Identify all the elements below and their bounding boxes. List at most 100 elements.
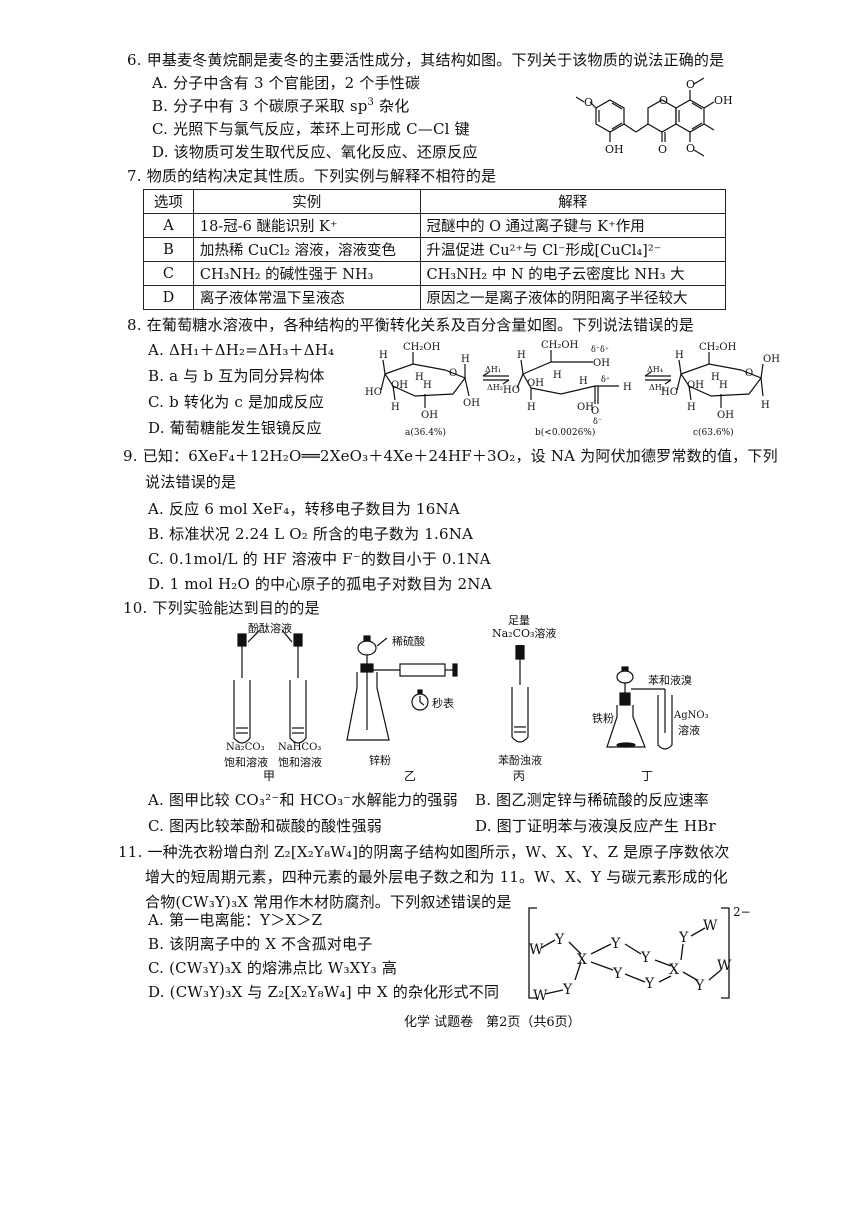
q6-option-a: A. 分子中含有 3 个官能团，2 个手性碳 [152, 73, 420, 93]
option-text: a 与 b 互为同分异构体 [169, 367, 325, 385]
svg-text:X: X [577, 952, 587, 968]
q11-stem-text: 一种洗衣粉增白剂 Z₂[X₂Y₈W₄]的阴离子结构如图所示，W、X、Y、Z 是原… [147, 843, 730, 861]
svg-text:HO: HO [503, 385, 520, 396]
option-label: A. [148, 791, 165, 809]
table-cell: 18-冠-6 醚能识别 K⁺ [192, 213, 421, 238]
svg-text:OH: OH [463, 398, 480, 409]
table-cell: 原因之一是离子液体的阴阳离子半径较大 [419, 285, 727, 310]
q10-figure-bing [505, 645, 535, 745]
q10-figure-yi [345, 630, 465, 750]
svg-text:H: H [687, 402, 696, 413]
q11-number: 11. [118, 843, 143, 861]
q8-option-b: B. a 与 b 互为同分异构体 [148, 366, 325, 386]
figure-label-jia: 甲 [263, 769, 276, 783]
option-label: B. [148, 367, 165, 385]
atom-label: O [659, 94, 668, 107]
charge-label: δ⁺ [601, 375, 610, 384]
q9-number: 9. [123, 447, 138, 465]
option-text: 标准状况 2.24 L O₂ 所含的电子数为 1.6NA [169, 525, 474, 543]
option-text: 该阴离子中的 X 不含孤对电子 [169, 935, 373, 953]
stopwatch-label: 秒表 [432, 697, 454, 710]
group-label: CH₂OH [541, 340, 579, 351]
svg-text:W: W [717, 958, 732, 974]
q9-option-c: C. 0.1mol/L 的 HF 溶液中 F⁻的数目小于 0.1NA [148, 549, 491, 569]
table-cell: 冠醚中的 O 通过离子键与 K⁺作用 [419, 213, 727, 238]
svg-text:H: H [423, 380, 432, 391]
phenolphthalein-label: 酚酞溶液 [248, 622, 292, 635]
na2co3-label: Na₂CO₃ [226, 742, 265, 753]
table-header: 选项 [143, 189, 194, 214]
phenol-suspension-label: 苯酚浊液 [498, 754, 542, 767]
caption-c: c(63.6%) [693, 427, 734, 438]
table-row: A 18-冠-6 醚能识别 K⁺ 冠醚中的 O 通过离子键与 K⁺作用 [143, 213, 727, 238]
table-cell: B [143, 237, 194, 262]
q7-stem: 7. 物质的结构决定其性质。下列实例与解释不相符的是 [127, 166, 496, 186]
svg-text:OH: OH [527, 378, 544, 389]
q7-stem-text: 物质的结构决定其性质。下列实例与解释不相符的是 [146, 167, 497, 185]
atom-label: OH [714, 94, 733, 107]
q9-option-a: A. 反应 6 mol XeF₄，转移电子数目为 16NA [148, 499, 460, 519]
table-header-row: 选项 实例 解释 [143, 189, 727, 214]
q11-stem-line3: 合物(CW₃Y)₃X 常用作木材防腐剂。下列叙述错误的是 [145, 893, 512, 911]
option-label: B. [148, 525, 165, 543]
atom-label: OH [605, 143, 624, 156]
option-label: B. [148, 935, 165, 953]
q6-option-b: B. 分子中有 3 个碳原子采取 sp3 杂化 [152, 96, 409, 116]
q6-option-d: D. 该物质可发生取代反应、氧化反应、还原反应 [152, 142, 478, 162]
option-text: 图丁证明苯与液溴反应产生 HBr [496, 817, 716, 835]
option-text: 反应 6 mol XeF₄，转移电子数目为 16NA [168, 500, 460, 518]
group-label: CH₂OH [699, 342, 737, 353]
svg-text:X: X [669, 962, 679, 978]
q6-molecule-structure: O OH O O O OH O [570, 72, 760, 162]
svg-text:H: H [415, 372, 424, 383]
option-text: 图甲比较 CO₃²⁻和 HCO₃⁻水解能力的强弱 [168, 791, 458, 809]
caption-b: b(<0.0026%) [535, 427, 595, 438]
q11-stem-line2: 增大的短周期元素，四种元素的最外层电子数之和为 11。W、X、Y 与碳元素形成的… [145, 868, 728, 886]
figure-label-ding: 丁 [641, 769, 654, 783]
q8-stem-text: 在葡萄糖水溶液中，各种结构的平衡转化关系及百分含量如图。下列说法错误的是 [146, 316, 694, 334]
q10-figure-ding [605, 665, 685, 750]
q10-stem-text: 下列实验能达到目的的是 [152, 599, 320, 617]
option-text: (CW₃Y)₃X 的熔沸点比 W₃XY₃ 高 [169, 959, 398, 977]
zinc-powder-label: 锌粉 [369, 754, 391, 767]
svg-text:Y: Y [562, 982, 573, 998]
atom-label: O [584, 96, 593, 109]
svg-text:H: H [579, 376, 588, 387]
option-text: 葡萄糖能发生银镜反应 [169, 419, 322, 437]
option-label: C. [152, 120, 169, 138]
option-text: 分子中有 3 个碳原子采取 sp [173, 97, 368, 115]
q9-option-d: D. 1 mol H₂O 的中心原子的孤电子对数目为 2NA [148, 574, 492, 594]
table-cell: C [143, 261, 194, 286]
benzene-bromine-label: 苯和液溴 [648, 674, 692, 687]
figure-label-bing: 丙 [513, 769, 526, 783]
table-row: B 加热稀 CuCl₂ 溶液，溶液变色 升温促进 Cu²⁺与 Cl⁻形成[CuC… [143, 237, 727, 262]
q7-table: 选项 实例 解释 A 18-冠-6 醚能识别 K⁺ 冠醚中的 O 通过离子键与 … [143, 189, 727, 310]
svg-text:O: O [745, 368, 753, 379]
option-text: 光照下与氯气反应，苯环上可形成 C—Cl 键 [173, 120, 470, 138]
q11-stem-line1: 11. 一种洗衣粉增白剂 Z₂[X₂Y₈W₄]的阴离子结构如图所示，W、X、Y、… [118, 842, 730, 862]
q8-option-d: D. 葡萄糖能发生银镜反应 [148, 418, 322, 438]
charge-label: 2− [733, 905, 751, 919]
option-text: 图丙比较苯酚和碳酸的酸性强弱 [169, 817, 382, 835]
charge-label: δ⁻ [593, 417, 602, 426]
svg-text:Y: Y [678, 930, 689, 946]
option-text: 第一电离能：Y＞X＞Z [168, 911, 323, 929]
svg-text:OH: OH [577, 402, 594, 413]
table-header: 解释 [419, 189, 727, 214]
option-label: B. [152, 97, 169, 115]
sufficient-label: 足量 [508, 614, 530, 627]
table-cell: A [143, 213, 194, 238]
q10-number: 10. [123, 599, 148, 617]
option-text: (CW₃Y)₃X 与 Z₂[X₂Y₈W₄] 中 X 的杂化形式不同 [169, 983, 500, 1001]
option-label: C. [148, 817, 165, 835]
svg-text:O: O [449, 368, 457, 379]
atom-label: O [658, 143, 667, 156]
svg-text:H: H [461, 354, 470, 365]
svg-text:H: H [391, 402, 400, 413]
svg-text:OH: OH [687, 380, 704, 391]
option-label: B. [475, 791, 492, 809]
svg-text:OH: OH [391, 380, 408, 391]
q8-number: 8. [127, 316, 142, 334]
q8-stem: 8. 在葡萄糖水溶液中，各种结构的平衡转化关系及百分含量如图。下列说法错误的是 [127, 315, 694, 335]
enthalpy-label: ΔH₃ [649, 383, 665, 392]
